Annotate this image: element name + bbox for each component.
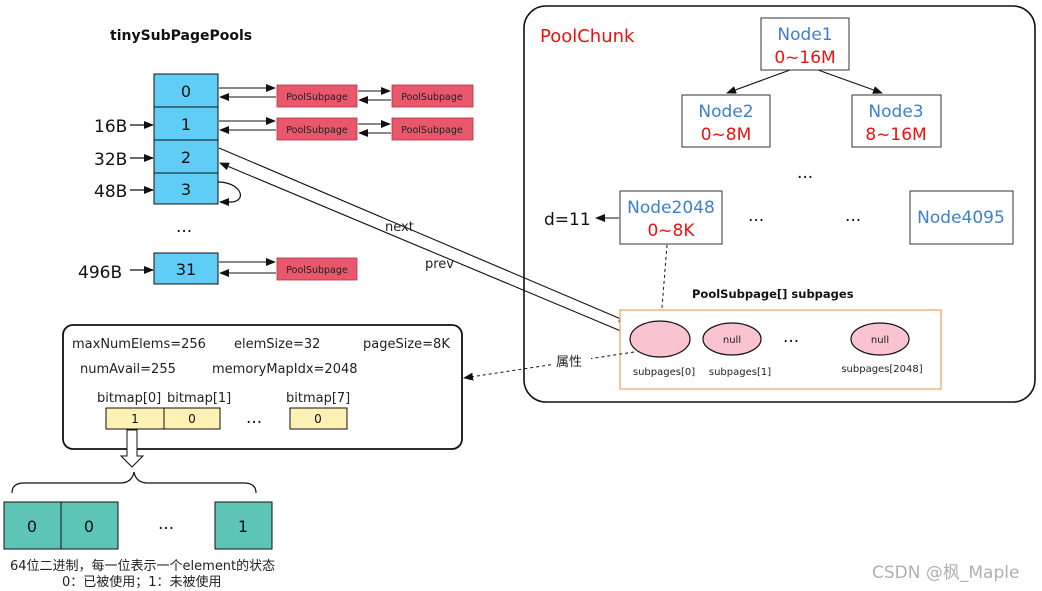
watermark: CSDN @枫_Maple (872, 563, 1019, 583)
subpage-label: PoolSubpage (286, 92, 348, 103)
link-arrows (219, 84, 391, 277)
bit-cell-0: 0 (3, 501, 62, 550)
pool-slot-1: 1 (153, 106, 219, 141)
node-range: 0~16M (774, 48, 835, 68)
pool-subpage-0b: PoolSubpage (391, 84, 474, 108)
subpage-item-1: null subpages[1] (702, 322, 771, 378)
depth-label: d=11 (544, 210, 591, 230)
subpage-item-caption: subpages[1] (709, 367, 771, 378)
pool-subpage-1b: PoolSubpage (391, 117, 474, 141)
bit-cell-1: 0 (60, 501, 119, 550)
bits-caption-2: 0：已被使用；1：未被使用 (62, 574, 222, 590)
bitmap-label-0: bitmap[0] (97, 391, 161, 406)
subpage-label: PoolSubpage (286, 265, 348, 276)
pool-subpage-1a: PoolSubpage (276, 117, 358, 141)
pools-title: tinySubPagePools (110, 28, 252, 44)
node-name: Node2048 (627, 198, 715, 218)
bits-caption-1: 64位二进制，每一位表示一个element的状态 (10, 558, 275, 574)
subpage-item-text: null (871, 335, 889, 346)
bit-value: 0 (27, 517, 37, 536)
node-name: Node2 (698, 102, 753, 122)
bitmap-label-7: bitmap[7] (286, 391, 350, 406)
subpage-label: PoolSubpage (286, 125, 348, 136)
tree-ellipsis: ... (797, 163, 813, 183)
bits-ellipsis: ... (158, 514, 174, 534)
attribute-arrow (463, 351, 635, 381)
pool-slot-3: 3 (153, 172, 219, 205)
bitmap-label-1: bitmap[1] (167, 391, 231, 406)
bitmap-cell-1: 0 (163, 407, 221, 430)
node-2: Node2 0~8M (681, 94, 771, 148)
node-3: Node3 8~16M (851, 94, 942, 148)
node-range: 0~8M (701, 125, 752, 145)
self-loop-arrow (217, 181, 241, 206)
node-name: Node3 (868, 102, 923, 122)
bitmap-value: 0 (314, 412, 322, 426)
node-1: Node1 0~16M (760, 17, 850, 71)
bit-value: 0 (84, 517, 94, 536)
size-label-496b: 496B (78, 263, 122, 283)
pool-ellipsis: ... (176, 217, 192, 237)
subpage-label: PoolSubpage (401, 125, 463, 136)
node-to-subpage-arrow (657, 244, 668, 321)
bitmap-value: 1 (131, 412, 139, 426)
size-label-16b: 16B (94, 117, 127, 137)
field-num-avail: numAvail=255 (80, 362, 176, 377)
node-range: 0~8K (647, 221, 695, 241)
bits-brace (11, 471, 257, 494)
slot-index: 2 (181, 148, 191, 167)
prev-label: prev (425, 257, 454, 272)
slot-index: 31 (176, 260, 196, 279)
node-name: Node1 (777, 25, 832, 45)
field-memory-map-idx: memoryMapIdx=2048 (212, 362, 358, 377)
subpage-item-caption: subpages[0] (633, 367, 695, 378)
expand-down-arrow (119, 429, 145, 468)
node-4095: Node4095 (909, 190, 1014, 245)
size-label-32b: 32B (94, 150, 127, 170)
slot-index: 3 (181, 180, 191, 199)
attribute-label: 属性 (556, 355, 582, 370)
row-ellipsis: ... (845, 206, 861, 226)
next-label: next (385, 220, 414, 235)
pool-slot-0: 0 (153, 73, 219, 108)
row-ellipsis: ... (748, 206, 764, 226)
subpages-ellipsis: ... (783, 327, 799, 347)
attribute-label-bg (553, 351, 591, 371)
next-arrow (218, 147, 629, 323)
slot-index: 0 (181, 82, 191, 101)
subpage-item-2048: null subpages[2048] (841, 322, 923, 375)
pool-slot-2: 2 (153, 139, 219, 174)
node-2048: Node2048 0~8K (619, 190, 723, 245)
pool-subpage-31: PoolSubpage (276, 257, 358, 281)
bitmap-cell-0: 1 (105, 407, 165, 430)
subpage-item-text: null (723, 335, 741, 346)
pool-subpage-0a: PoolSubpage (276, 84, 358, 108)
pool-chunk-title: PoolChunk (540, 26, 635, 47)
node-name: Node4095 (917, 208, 1005, 228)
pool-slot-31: 31 (153, 252, 219, 285)
bitmap-cell-7: 0 (289, 407, 348, 430)
bit-cell-63: 1 (214, 501, 273, 550)
field-elem-size: elemSize=32 (234, 337, 320, 352)
bit-value: 1 (238, 517, 248, 536)
pool-chunk-frame (523, 5, 1036, 403)
slot-index: 1 (181, 115, 191, 134)
bitmap-ellipsis: ... (246, 408, 262, 428)
subpage-item-caption: subpages[2048] (841, 364, 922, 375)
field-page-size: pageSize=8K (363, 337, 450, 352)
size-label-48b: 48B (94, 182, 127, 202)
subpage-item-0: subpages[0] (629, 320, 695, 378)
node-range: 8~16M (865, 125, 926, 145)
subpages-title: PoolSubpage[] subpages (692, 287, 854, 301)
prev-arrow (219, 162, 629, 335)
subpage-label: PoolSubpage (401, 92, 463, 103)
tree-edges (726, 69, 883, 94)
bitmap-value: 0 (188, 412, 196, 426)
field-max-num-elems: maxNumElems=256 (72, 337, 206, 352)
